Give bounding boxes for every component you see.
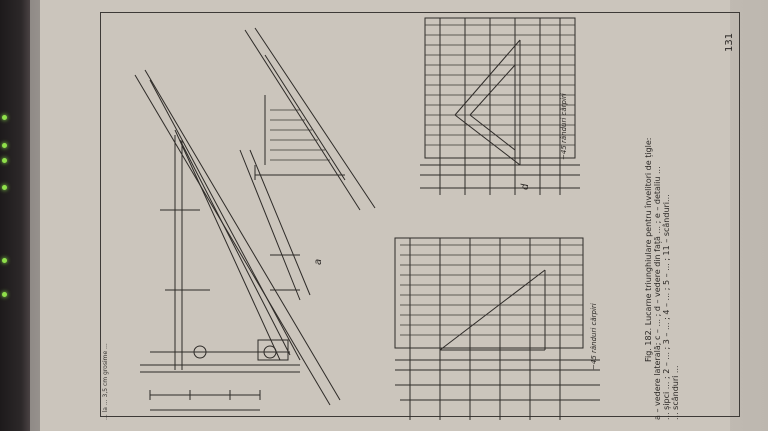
indicator-light [2,158,7,163]
drawing-side-section [134,69,341,411]
tile-hatching [270,24,583,336]
indicator-light [2,143,7,148]
paper-sheet [40,0,730,431]
indicator-light [2,185,7,190]
label-a: a [313,258,324,265]
margin-note: ... la ... 3,5 cm grosime ... [102,343,109,420]
page-number: 131 [724,32,735,52]
device-edge [0,0,30,431]
label-d: d [520,183,531,190]
indicator-light [2,258,7,263]
figure-frame [100,12,740,417]
scanned-page [30,0,768,431]
caption-line-2: a – vedere laterală; c – ... ; d – veder… [653,166,662,420]
caption-line-3: ... șipci ... ; 2 – ... ; 3 – ... ; 4 – … [662,194,671,420]
drawing-front-view-d [420,17,580,195]
dimension-label-c: ~45 rânduri cărpiri [590,303,598,370]
indicator-light [2,292,7,297]
indicator-light [2,115,7,120]
drawing-small-section [244,27,376,211]
caption-line-4: ... scânduri ... [671,365,680,420]
figure-caption: Fig. 182. Lucarne triunghiulare pentru î… [644,137,653,362]
drawing-front-view-c [394,237,600,420]
dimension-label-d: ~45 rânduri cărpiri [560,93,568,160]
